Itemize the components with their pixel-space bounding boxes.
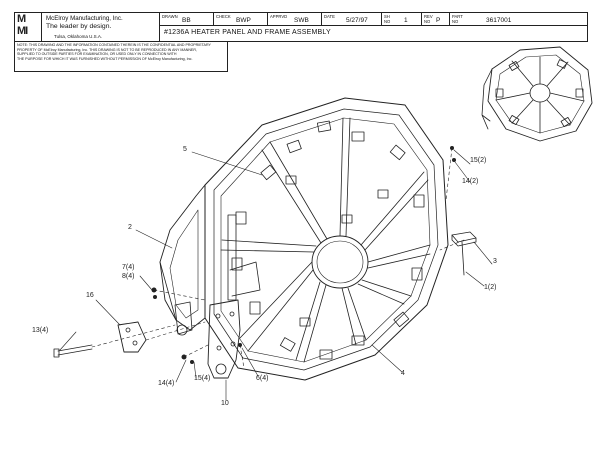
heater-frame [204,97,449,381]
drawn-value: BB [182,17,191,24]
check-cell: CHECK BWP [214,12,268,26]
approved-value: SWB [294,17,309,24]
callout-1: 1(2) [484,284,497,291]
sheet-cell: SH NO 1 [382,12,422,26]
sheet-value: 1 [404,17,408,24]
callout-15a: 15(4) [194,375,211,382]
check-label: CHECK [216,14,231,19]
sheet-label: SH NO [384,14,391,24]
date-cell: DATE 5/27/97 [322,12,382,26]
callout-5: 5 [183,146,187,153]
company-cell: McElroy Manufacturing, Inc. The leader b… [42,12,160,42]
drawn-cell: DRAWN BB [160,12,214,26]
note-line: SUPPLIED TO OUTSIDE PARTIES FOR EXAMINAT… [17,52,177,57]
bolt-part [53,344,93,358]
leader-lines [59,149,493,401]
callout-7: 7(4) [122,264,135,271]
callout-14b: 14(2) [462,178,479,185]
approved-label: APPRVD [270,14,288,19]
bracket-part [117,301,193,353]
assembly-lines [91,147,465,369]
drawing-title: #1236A HEATER PANEL AND FRAME ASSEMBLY [164,29,331,36]
mounting-plate [207,299,241,379]
approved-cell: APPRVD SWB [268,12,322,26]
note-line: NOTE: THIS DRAWING AND THE INFORMATION C… [17,43,211,47]
callout-13: 13(4) [32,327,49,334]
callout-8: 8(4) [122,273,135,280]
callout-14a: 14(4) [158,380,175,387]
callout-16: 16 [86,292,94,299]
part-value: 3617001 [486,17,512,24]
callout-10: 10 [221,400,229,407]
drawn-label: DRAWN [162,14,178,19]
date-value: 5/27/97 [346,17,368,24]
callout-3: 3 [493,258,497,265]
date-label: DATE [324,14,335,19]
company-name: McElroy Manufacturing, Inc. [46,15,123,22]
note-line: PROPERTY OF McElroy Manufacturing, Inc. … [17,47,197,52]
note-line: THE PURPOSE FOR WHICH IT WAS FURNISHED W… [17,56,193,61]
hardware-dots [151,146,456,364]
rev-value: P [436,17,441,24]
check-value: BWP [236,17,251,24]
company-location: Tulsa, Oklahoma U.S.A. [54,34,103,39]
part-label: PART NO [452,14,463,24]
callout-6: 6(4) [256,375,269,382]
block-part [451,231,477,276]
callout-2: 2 [128,224,132,231]
drawing-title-cell: #1236A HEATER PANEL AND FRAME ASSEMBLY [160,26,588,42]
confidentiality-notes: NOTE: THIS DRAWING AND THE INFORMATION C… [14,42,228,72]
part-cell: PART NO 3617001 [450,12,588,26]
callout-4: 4 [401,370,405,377]
company-slogan: The leader by design. [46,23,112,30]
rev-cell: REV NO P [422,12,450,26]
isometric-thumbnail [481,46,593,142]
rev-label: REV NO [424,14,433,24]
callout-15b: 15(2) [470,157,487,164]
